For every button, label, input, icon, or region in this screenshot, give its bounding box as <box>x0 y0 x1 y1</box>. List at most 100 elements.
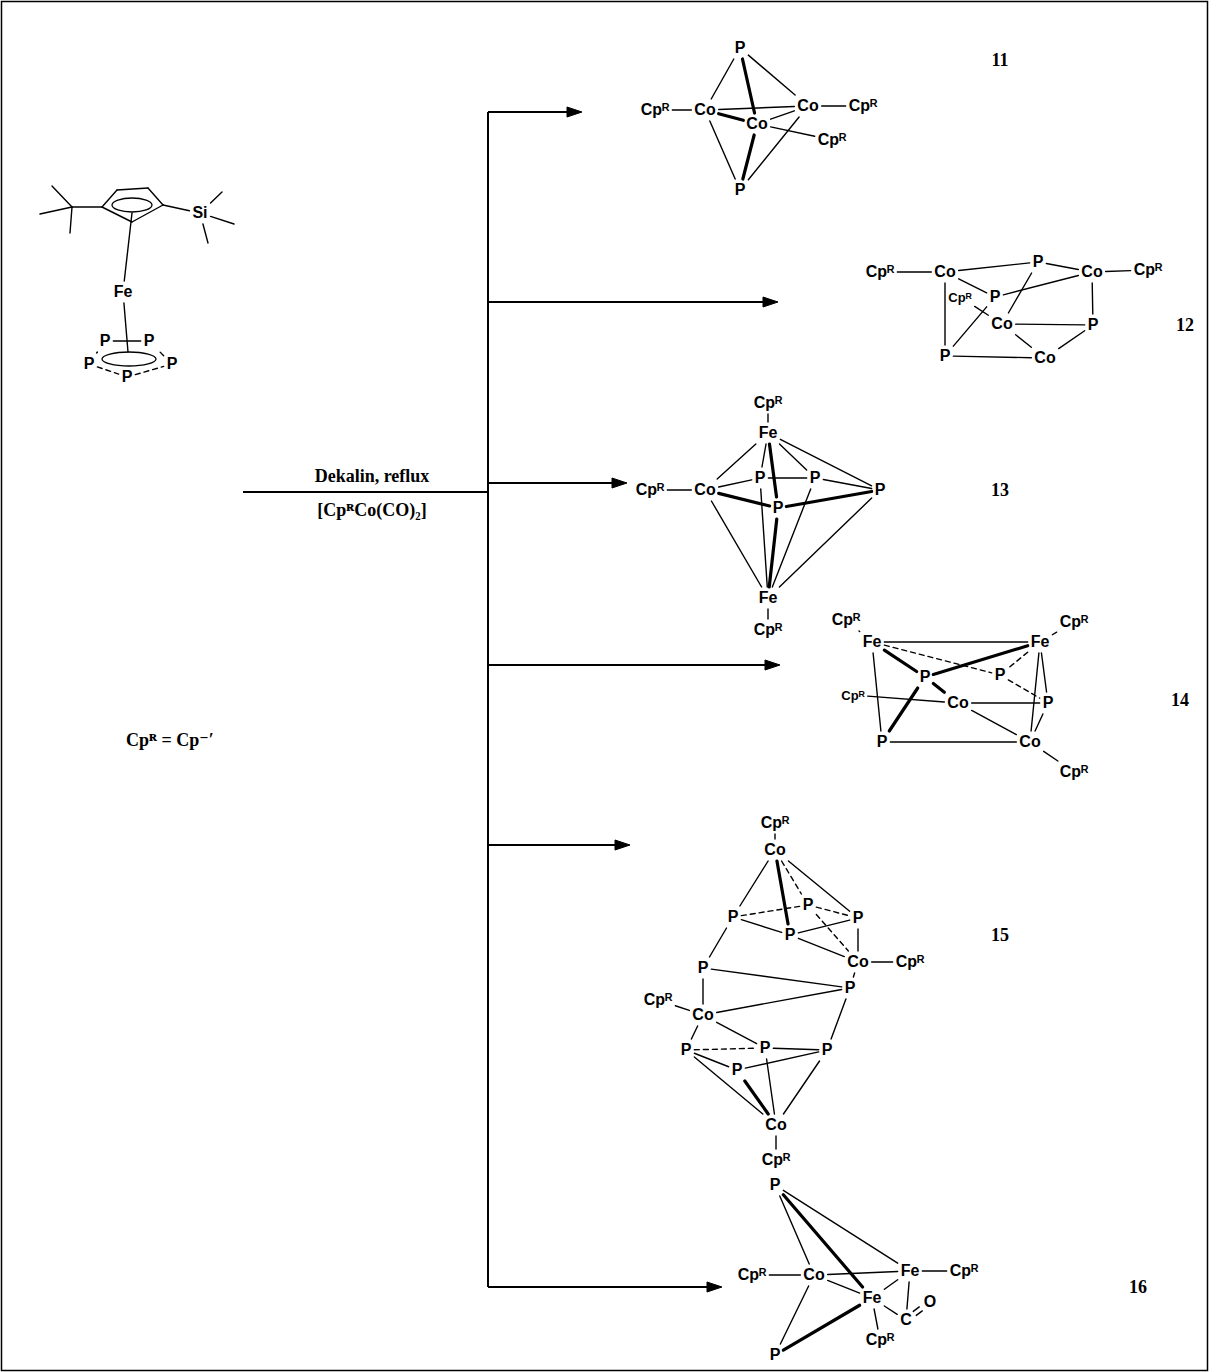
bond-line <box>780 439 871 485</box>
bond-line <box>783 1190 897 1263</box>
atom-label: P <box>940 348 951 364</box>
bond-line <box>907 1282 909 1309</box>
atom-label: Co <box>934 264 955 280</box>
atom-label: P <box>875 482 886 498</box>
bond-line <box>773 1048 818 1049</box>
bond-line <box>72 206 102 207</box>
bond-line <box>748 55 795 95</box>
atom-label: P <box>735 182 746 198</box>
bond-line <box>717 1022 757 1043</box>
bond-line <box>768 477 806 478</box>
reaction-arrow-line <box>488 301 766 303</box>
bond-line <box>816 907 849 916</box>
reaction-condition: [CpᴿCo(CO)₂] <box>317 501 426 519</box>
bond-line <box>922 1270 946 1271</box>
atom-label: P <box>990 289 1001 305</box>
bond-line <box>148 188 163 205</box>
bond-line <box>771 127 815 136</box>
bond-line <box>672 109 691 110</box>
bond-line <box>742 59 754 113</box>
bond-line <box>719 493 770 506</box>
bond-line <box>1046 264 1078 270</box>
bond-line <box>1016 323 1085 325</box>
bond-line <box>717 444 756 479</box>
bond-line <box>774 834 775 839</box>
atom-label: P <box>100 333 111 349</box>
atom-label: C <box>900 1312 912 1328</box>
bond-line <box>884 641 1027 642</box>
bond-line <box>667 489 691 490</box>
bond-line <box>890 741 1016 742</box>
bond-line <box>884 645 991 673</box>
atom-label: Cpᴿ <box>866 264 895 280</box>
bond-line <box>828 1272 898 1275</box>
bond-line <box>691 1026 697 1039</box>
bond-line <box>788 861 849 911</box>
bond-line <box>933 684 944 693</box>
atom-label: Fe <box>863 634 882 650</box>
atom-label: Cpᴿ <box>762 1152 791 1168</box>
compound-number: 13 <box>991 481 1009 499</box>
atom-label: P <box>822 1042 833 1058</box>
reaction-arrow-line <box>488 664 768 666</box>
bond-line <box>873 653 881 731</box>
bond-line <box>741 920 781 933</box>
atom-label: Co <box>1019 734 1040 750</box>
bond-line <box>889 688 917 731</box>
compound-number: 16 <box>1129 1278 1147 1296</box>
bond-line <box>52 186 72 207</box>
atom-label: P <box>167 356 178 372</box>
atom-label: P <box>845 980 856 996</box>
bond-line <box>853 973 854 977</box>
bond-line <box>1008 680 1039 698</box>
reaction-arrow-line <box>488 111 570 113</box>
atom-label: P <box>810 470 821 486</box>
bond-line <box>132 205 163 222</box>
compound-number: 15 <box>991 926 1009 944</box>
atom-label: Co <box>947 695 968 711</box>
bond-line <box>1044 751 1058 761</box>
atom-label: Cpᴿ <box>866 1332 895 1348</box>
bond-line <box>40 207 72 214</box>
reaction-arrow-line <box>488 1286 710 1288</box>
atom-label: P <box>122 369 133 385</box>
atom-label: Co <box>1034 350 1055 366</box>
bond-line <box>767 1059 775 1114</box>
bond-line <box>711 969 841 987</box>
atom-label: Cpᴿ <box>1060 614 1089 630</box>
bond-line <box>780 1286 808 1344</box>
atom-label: Fe <box>1031 634 1050 650</box>
atom-label: Cpᴿ <box>761 815 790 831</box>
bond-group <box>40 55 1131 1350</box>
bond-line <box>1031 653 1039 731</box>
bond-line <box>913 1307 919 1311</box>
bond-line <box>783 1305 859 1350</box>
bond-line <box>828 1280 860 1293</box>
bond-line <box>777 861 788 924</box>
arrow-head <box>567 107 582 117</box>
bond-line <box>97 367 118 374</box>
atom-label: Co <box>797 98 818 114</box>
bond-line <box>884 650 916 671</box>
bond-line <box>211 216 234 224</box>
atom-label: Co <box>803 1267 824 1283</box>
compound-number: 14 <box>1171 691 1189 709</box>
bond-line <box>1035 714 1043 731</box>
bond-line <box>972 702 1040 703</box>
atom-label: Fe <box>759 425 778 441</box>
atom-label: O <box>924 1294 936 1310</box>
atom-label: P <box>770 1347 781 1363</box>
bond-line <box>823 480 871 489</box>
reaction-arrow-line <box>488 482 615 484</box>
atom-label: P <box>755 470 766 486</box>
bond-line <box>711 501 761 587</box>
atom-label: Co <box>1081 264 1102 280</box>
bond-line <box>953 307 986 346</box>
bond-line <box>124 303 128 352</box>
bond-line <box>711 59 734 99</box>
bond-line <box>798 938 844 956</box>
bond-line <box>816 915 848 951</box>
